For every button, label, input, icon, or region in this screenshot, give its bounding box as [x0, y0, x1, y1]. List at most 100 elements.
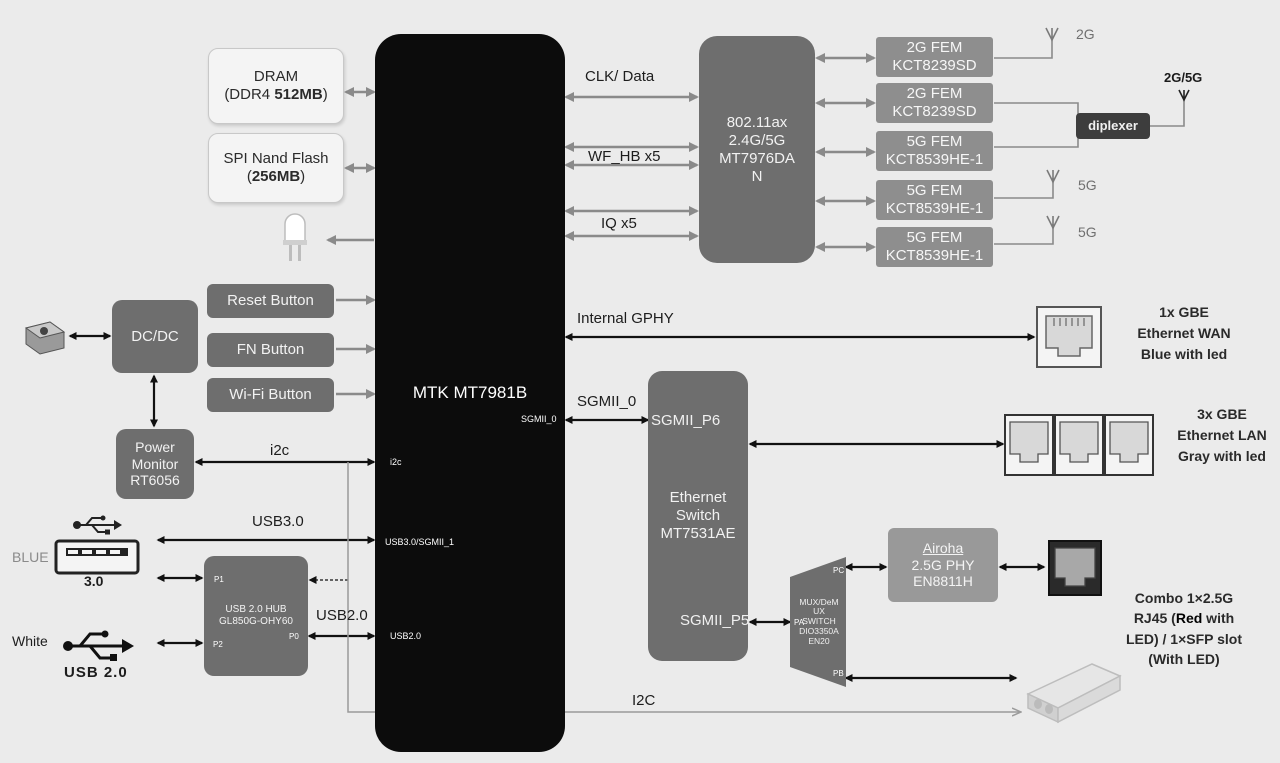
mux-shape [790, 557, 846, 687]
fem-part: KCT8239SD [892, 103, 977, 120]
antenna-2g-label: 2G [1076, 26, 1095, 42]
mux-l1: MUX/DeM [799, 596, 839, 607]
antenna-5g-label-2: 5G [1078, 224, 1097, 240]
wifi-button-label: Wi-Fi Button [229, 386, 312, 403]
dram-detail-pre: (DDR4 [224, 86, 275, 103]
dram-detail-post: ) [322, 86, 328, 103]
fn-button-label: FN Button [236, 341, 305, 358]
antenna-5g-icon [1046, 215, 1060, 230]
switch-l3: MT7531AE [660, 525, 736, 542]
soc-i2c-pin: i2c [390, 457, 402, 467]
fem3-diplexer-feed [994, 134, 1079, 148]
power-monitor-l1: Power [135, 438, 175, 455]
combo-l3: LED) / 1×SFP slot [1125, 630, 1243, 647]
fem-part: KCT8539HE-1 [885, 247, 984, 264]
wan-description: 1x GBE Ethernet WAN Blue with led [1120, 302, 1248, 365]
dcdc-label: DC/DC [131, 327, 179, 345]
dram-box: DRAM (DDR4 512MB) [208, 48, 344, 124]
fem1-antenna-feed [994, 38, 1053, 59]
wan-l1: 1x GBE [1159, 304, 1209, 320]
switch-p5-label: SGMII_P5 [680, 612, 750, 629]
combo-l2: RJ45 (Red with [1108, 608, 1260, 628]
wan-l3: Blue with led [1140, 346, 1228, 362]
antenna-5g-label-1: 5G [1078, 177, 1097, 193]
fem2-diplexer-feed [994, 102, 1079, 118]
usb-hub-p2: P2 [213, 640, 223, 649]
soc-sgmii0-pin: SGMII_0 [521, 414, 557, 424]
usb3-color-label: BLUE [12, 549, 49, 565]
lan-l3: Gray with led [1178, 448, 1266, 464]
wifi-button: Wi-Fi Button [207, 378, 334, 412]
fem-title: 5G FEM [906, 182, 963, 199]
fem-title: 2G FEM [906, 85, 963, 102]
reset-button: Reset Button [207, 284, 334, 318]
diplexer-label: diplexer [1088, 118, 1138, 134]
usb3-port-icon [54, 539, 140, 575]
fn-button: FN Button [207, 333, 334, 367]
wifi-chip-l2: 2.4G/5G [728, 131, 786, 149]
switch-l2: Switch [675, 507, 721, 524]
flash-title: SPI Nand Flash [223, 150, 329, 167]
mux-l2: UX [813, 606, 825, 617]
usb-hub-l2: GL850G-OHY60 [219, 616, 293, 627]
sfp-module-icon [1026, 663, 1122, 724]
diplexer-box: diplexer [1076, 113, 1150, 139]
airoha-l2: 2.5G PHY [911, 556, 975, 573]
usb2-text-label: USB 2.0 [64, 664, 128, 681]
mux-pc-label: PC [833, 566, 845, 575]
usb3-version-label: 3.0 [84, 573, 104, 589]
combo-rj45-icon [1048, 540, 1102, 596]
mux-pa-label: PA [794, 618, 805, 627]
combo-l4: (With LED) [1148, 650, 1220, 667]
antenna-5g-icon [1046, 169, 1060, 184]
fem5-antenna-feed [994, 224, 1054, 245]
mux-l3: SWITCH [802, 616, 836, 627]
soc-chip: MTK MT7981B [375, 34, 565, 752]
usb-hub-p0: P0 [289, 632, 299, 641]
antenna-2g5g-icon [1178, 89, 1190, 102]
antenna-2g-icon [1045, 27, 1059, 42]
wan-l2: Ethernet WAN [1137, 325, 1231, 341]
fem-part: KCT8539HE-1 [885, 200, 984, 217]
mux-l4: DIO3350A [799, 625, 839, 636]
lan-l1: 3x GBE [1197, 406, 1247, 422]
iq-label: IQ x5 [601, 215, 637, 232]
soc-usb2-pin: USB2.0 [390, 631, 422, 641]
airoha-name: Airoha [922, 539, 964, 556]
dram-title: DRAM [253, 68, 299, 85]
airoha-l3: EN8811H [913, 573, 973, 590]
usb2-symbol-icon [63, 630, 134, 661]
fem-title: 5G FEM [906, 133, 963, 150]
fem-title: 5G FEM [906, 229, 963, 246]
fem-part: KCT8539HE-1 [885, 151, 984, 168]
dc-jack-icon [24, 321, 66, 355]
wfhb-label: WF_HB x5 [588, 148, 661, 165]
combo-description: Combo 1×2.5G RJ45 (Red with LED) / 1×SFP… [1108, 588, 1260, 669]
wifi-chip-l4: N [751, 167, 763, 185]
usb-hub-l1: USB 2.0 HUB [225, 604, 287, 615]
wifi-chip-l3: MT7976DA [719, 149, 795, 167]
antenna-2g5g-label: 2G/5G [1164, 70, 1203, 85]
mux-pb-label: PB [833, 669, 844, 678]
i2c-sfp-label: I2C [632, 692, 656, 709]
flash-box: SPI Nand Flash (256MB) [208, 133, 344, 203]
mux-l5: EN20 [808, 635, 830, 646]
flash-detail: (256MB) [247, 168, 305, 186]
switch-p6-label: SGMII_P6 [651, 412, 721, 429]
combo-red-word: Red [1175, 610, 1203, 627]
fem-part: KCT8239SD [892, 57, 977, 74]
clk-label: CLK/ Data [585, 68, 655, 85]
ethernet-switch-box: Ethernet Switch MT7531AE [648, 371, 748, 661]
soc-usb3-pin: USB3.0/SGMII_1 [385, 537, 455, 547]
soc-name: MTK MT7981B [412, 382, 528, 402]
mux-label: MUX/DeM UX SWITCH DIO3350A EN20 [793, 588, 845, 656]
airoha-phy-box: Airoha 2.5G PHY EN8811H [888, 528, 998, 602]
diplexer-antenna-feed [1150, 98, 1185, 127]
fem-title: 2G FEM [906, 39, 963, 56]
flash-size: 256MB [251, 168, 301, 185]
